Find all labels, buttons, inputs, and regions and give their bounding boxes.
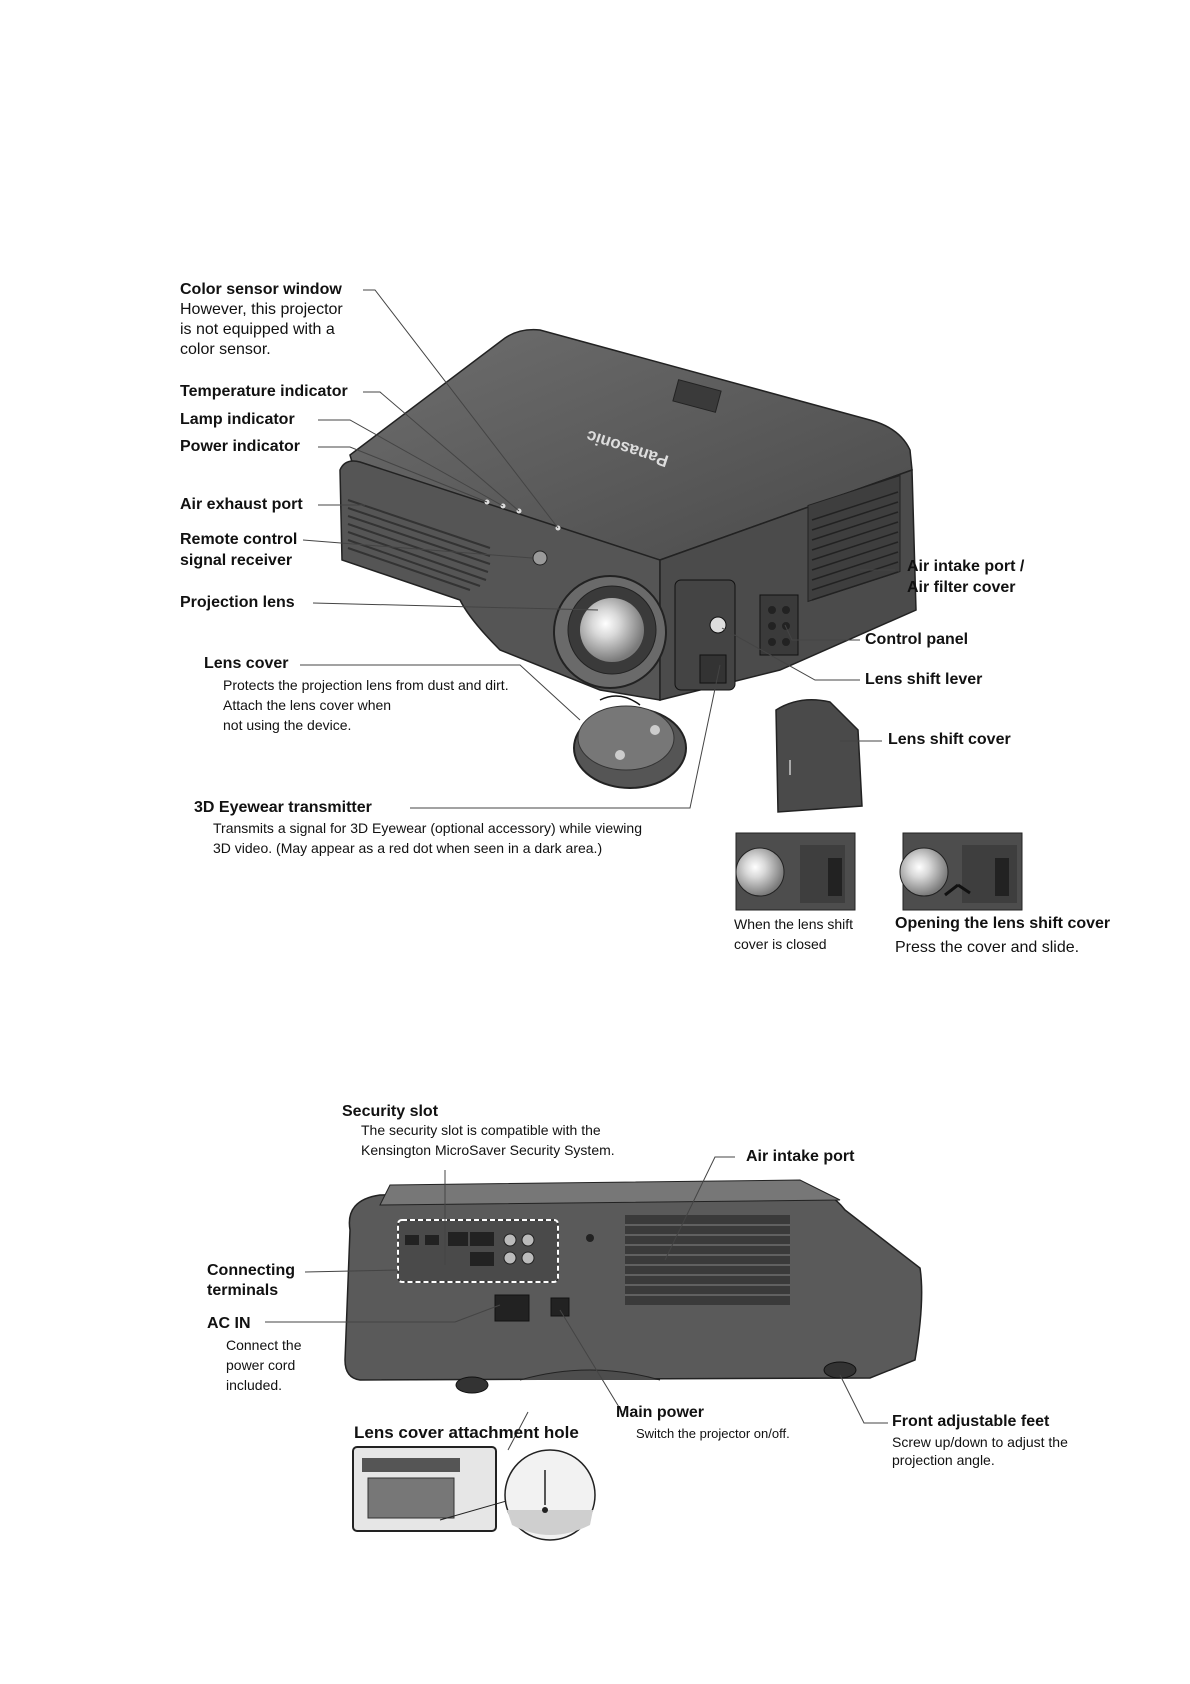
air-intake-filter-label-1: Air intake port / [907, 557, 1024, 577]
ac-in-desc-3: included. [226, 1375, 282, 1395]
air-exhaust-port-label: Air exhaust port [180, 495, 303, 515]
front-feet-title: Front adjustable feet [892, 1412, 1049, 1432]
connecting-terminals-label-2: terminals [207, 1281, 278, 1301]
lens-cover-hole-label: Lens cover attachment hole [354, 1423, 579, 1443]
control-panel-label: Control panel [865, 630, 968, 650]
lens-cover-title: Lens cover [204, 654, 288, 674]
remote-receiver-label-2: signal receiver [180, 551, 292, 571]
ac-in-title: AC IN [207, 1314, 251, 1334]
temperature-indicator-label: Temperature indicator [180, 382, 348, 402]
security-slot-desc-2: Kensington MicroSaver Security System. [361, 1140, 615, 1160]
eyewear-transmitter-desc-1: Transmits a signal for 3D Eyewear (optio… [213, 818, 642, 838]
rear-projector-illustration [345, 1180, 922, 1393]
lens-cover-desc-3: not using the device. [223, 715, 351, 735]
inset-open-title: Opening the lens shift cover [895, 914, 1110, 934]
main-power-title: Main power [616, 1403, 704, 1423]
ac-in-desc-1: Connect the [226, 1335, 302, 1355]
projection-lens-label: Projection lens [180, 593, 295, 613]
lens-cover-desc-1: Protects the projection lens from dust a… [223, 675, 509, 695]
main-power-desc: Switch the projector on/off. [636, 1424, 790, 1444]
front-feet-desc-2: projection angle. [892, 1450, 995, 1470]
color-sensor-desc-2: is not equipped with a [180, 320, 335, 340]
air-intake-port-label: Air intake port [746, 1147, 854, 1167]
color-sensor-title: Color sensor window [180, 280, 342, 300]
security-slot-title: Security slot [342, 1102, 438, 1122]
remote-receiver-label-1: Remote control [180, 530, 297, 550]
inset-closed-caption-1: When the lens shift [734, 914, 853, 934]
lens-shift-lever-label: Lens shift lever [865, 670, 982, 690]
lens-shift-cover-label: Lens shift cover [888, 730, 1011, 750]
inset-open-desc: Press the cover and slide. [895, 938, 1079, 958]
inset-closed-caption-2: cover is closed [734, 934, 827, 954]
lamp-indicator-label: Lamp indicator [180, 410, 295, 430]
color-sensor-desc-1: However, this projector [180, 300, 343, 320]
front-feet-desc-1: Screw up/down to adjust the [892, 1432, 1068, 1452]
lens-cover-desc-2: Attach the lens cover when [223, 695, 391, 715]
lens-cover-hole-inset [353, 1447, 595, 1540]
ac-in-desc-2: power cord [226, 1355, 295, 1375]
security-slot-desc-1: The security slot is compatible with the [361, 1120, 601, 1140]
lens-shift-open-inset [900, 833, 1022, 910]
eyewear-transmitter-title: 3D Eyewear transmitter [194, 798, 372, 818]
eyewear-transmitter-desc-2: 3D video. (May appear as a red dot when … [213, 838, 602, 858]
power-indicator-label: Power indicator [180, 437, 300, 457]
connecting-terminals-label-1: Connecting [207, 1261, 295, 1281]
air-intake-filter-label-2: Air filter cover [907, 578, 1015, 598]
color-sensor-desc-3: color sensor. [180, 340, 271, 360]
lens-shift-closed-inset [736, 833, 855, 910]
front-projector-illustration [340, 330, 916, 812]
